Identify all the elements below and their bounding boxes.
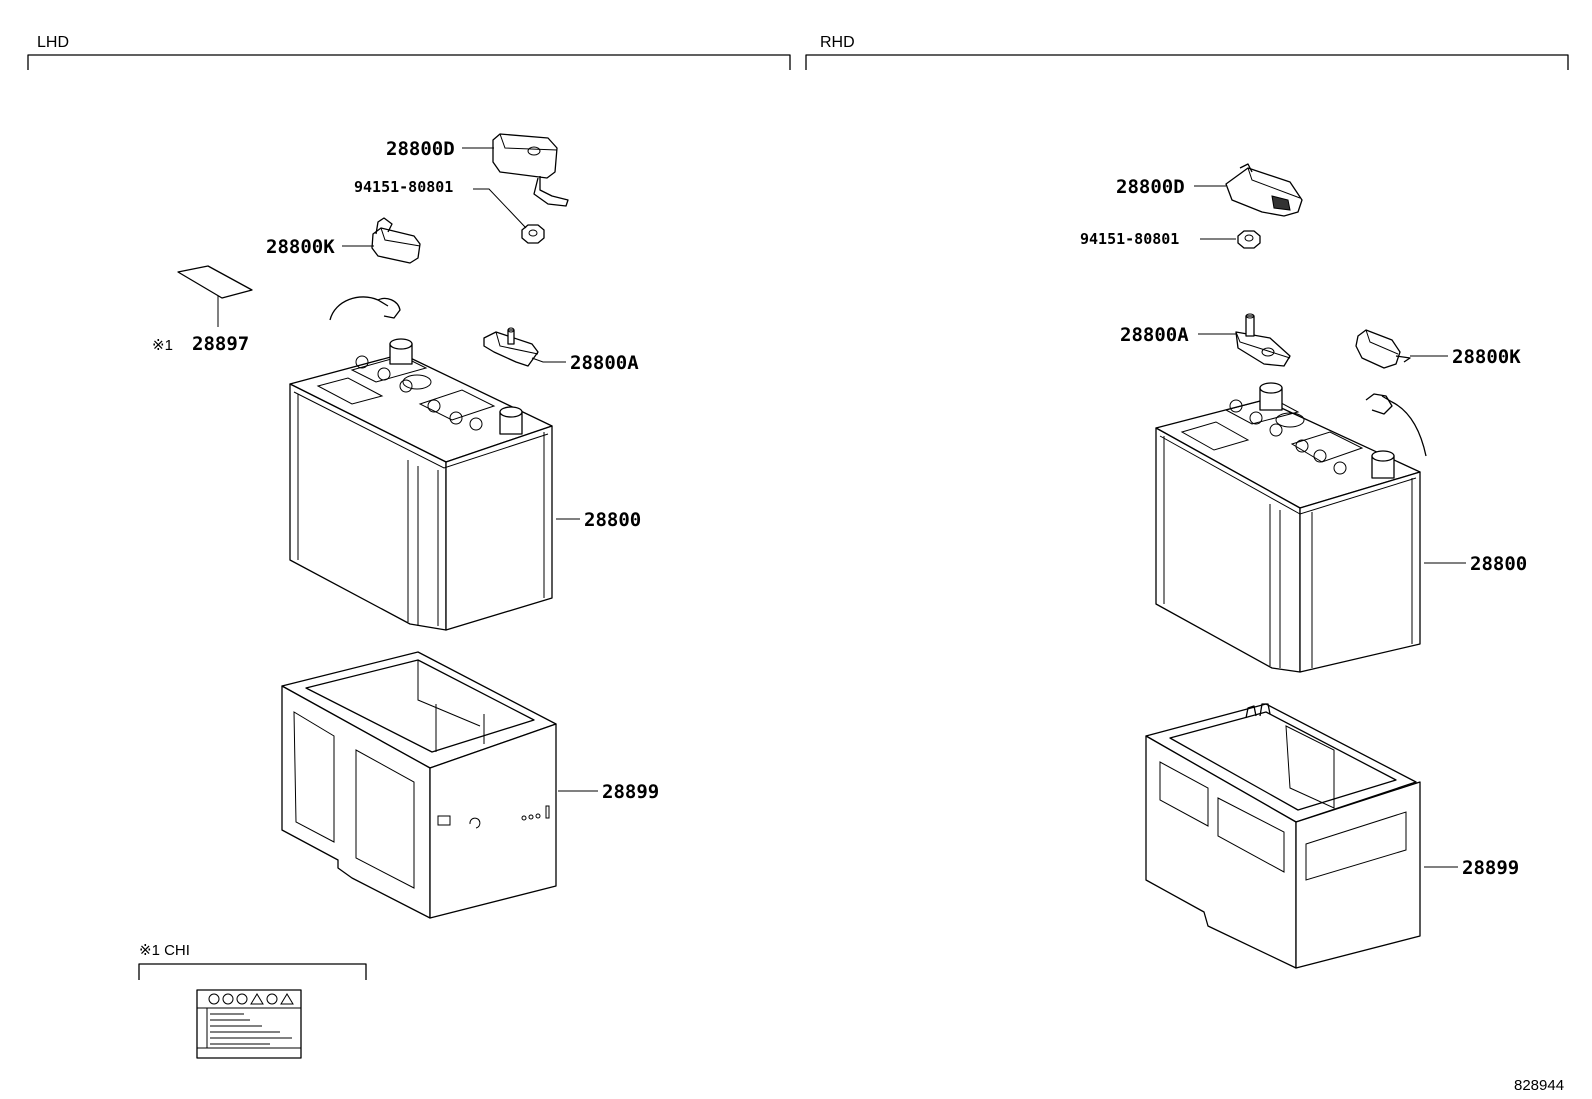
rhd-label-cover-d: 28800D [1116, 176, 1185, 198]
lhd-leader-nut [473, 188, 527, 229]
lhd-nut [521, 224, 545, 244]
lhd-bracket [27, 54, 791, 70]
lhd-label-clamp-a: 28800A [570, 352, 639, 374]
lhd-label-nut: 94151-80801 [354, 178, 453, 196]
rhd-section: RHD [805, 34, 1569, 70]
lhd-battery [289, 338, 553, 631]
lhd-leader-clamp-a [531, 357, 566, 363]
rhd-bracket [805, 54, 1569, 70]
note-header: ※1 CHI [139, 942, 190, 959]
rhd-label-clamp-a: 28800A [1120, 324, 1189, 346]
rhd-battery-tray [1145, 703, 1421, 969]
lhd-label-plate [177, 265, 253, 299]
lhd-label-part-28897: 28897 [192, 333, 249, 355]
note-bracket [138, 963, 367, 980]
rhd-terminal-clamp-a [1235, 313, 1291, 367]
rhd-terminal-cover-d [1225, 163, 1303, 217]
lhd-terminal-clamp-a [483, 327, 539, 367]
lhd-label-battery: 28800 [584, 509, 641, 531]
rhd-nut [1237, 230, 1261, 249]
lhd-header: LHD [37, 34, 69, 51]
lhd-cable [329, 296, 389, 321]
lhd-label-note: ※1 [152, 337, 173, 354]
warning-label-image [196, 989, 302, 1059]
lhd-section: LHD [27, 34, 791, 70]
rhd-cable-end [1365, 393, 1393, 415]
lhd-cable-end [377, 297, 401, 319]
rhd-terminal-cover-k [1355, 329, 1411, 369]
figure-id: 828944 [1514, 1077, 1564, 1094]
note-section: ※1 CHI [138, 942, 367, 1059]
rhd-label-cover-k: 28800K [1452, 346, 1521, 368]
rhd-header: RHD [820, 34, 855, 51]
lhd-terminal-cover-d [492, 133, 569, 207]
lhd-battery-tray [281, 651, 557, 919]
lhd-terminal-cover-k [371, 217, 421, 264]
lhd-label-tray: 28899 [602, 781, 659, 803]
rhd-label-tray: 28899 [1462, 857, 1519, 879]
rhd-battery [1155, 382, 1421, 673]
rhd-label-battery: 28800 [1470, 553, 1527, 575]
rhd-cable [1381, 395, 1427, 457]
lhd-label-cover-d: 28800D [386, 138, 455, 160]
lhd-label-cover-k: 28800K [266, 236, 335, 258]
rhd-label-nut: 94151-80801 [1080, 230, 1179, 248]
